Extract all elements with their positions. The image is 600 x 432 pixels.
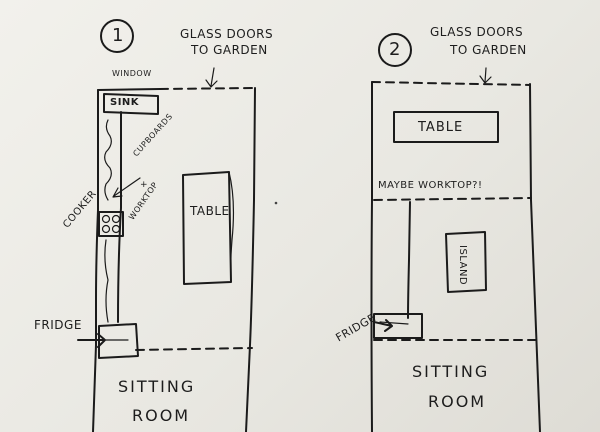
plan-1-sitting-room-boundary	[135, 347, 253, 351]
plan-2-fridge-box	[373, 313, 423, 339]
plan-2-island-label: ISLAND	[457, 245, 468, 286]
plan-1-sink-box	[103, 93, 159, 115]
plan-2-right-wall	[529, 83, 541, 432]
plan-2-drawing	[370, 33, 541, 432]
plan-1-hob-3	[101, 224, 111, 234]
plan-2-number-circle	[378, 33, 412, 67]
plan-2-fridge-arrow	[373, 319, 393, 332]
plan-2-table-outline	[393, 111, 499, 143]
plan-1-cupboards-arrow	[112, 177, 141, 198]
plan-1-hob-2	[111, 214, 121, 224]
plan-1-glass-doors-line	[159, 87, 256, 90]
plan-1-window-label: WINDOW	[112, 69, 152, 78]
plan-2-left-wall	[370, 81, 373, 432]
plan-2-sitting-label: SITTING	[412, 362, 490, 381]
plan-1-glass-doors-arrow	[205, 67, 218, 88]
plan-2-counter-line	[407, 201, 411, 319]
plan-2-glass-doors-line	[371, 81, 531, 86]
plan-1-table-shade	[228, 171, 235, 283]
plan-1-table-label: TABLE	[190, 204, 230, 218]
plan-2-maybe-worktop-label: MAYBE WORKTOP?!	[378, 180, 483, 191]
plan-1-number: 1	[112, 25, 124, 46]
pencil-dot	[274, 201, 278, 205]
plan-1-sink-label: SINK	[110, 97, 140, 108]
plan-2-table-label: TABLE	[418, 120, 464, 135]
plan-1-fridge-arrow	[77, 333, 106, 348]
plan-2-glass-doors-arrow	[479, 67, 492, 84]
plan-1-right-wall	[245, 87, 256, 432]
plan-1-plus-label: +	[140, 180, 149, 190]
plan-1-lower-squiggle	[104, 239, 109, 323]
plan-2-fridge-door-line	[379, 321, 409, 325]
plan-1-garden-label: TO GARDEN	[191, 43, 268, 57]
plan-1-sitting-label: SITTING	[118, 377, 196, 396]
plan-1-cupboard-squiggle	[104, 119, 112, 201]
plan-2-island-outline	[445, 231, 487, 293]
plan-1-hob-4	[111, 224, 121, 234]
plan-1-room-label: ROOM	[132, 406, 191, 425]
plan-1-glass-doors-label: GLASS DOORS	[180, 27, 274, 41]
plan-2-garden-label: TO GARDEN	[450, 43, 527, 57]
plan-1-table-outline	[182, 171, 232, 285]
plan-1-cooker-box	[98, 211, 124, 237]
plan-1-fridge-label: FRIDGE	[34, 318, 82, 332]
plan-2-glass-doors-label: GLASS DOORS	[430, 25, 524, 39]
plan-1-hob-1	[101, 214, 111, 224]
plan-2-room-label: ROOM	[428, 392, 487, 411]
plan-1-left-wall	[92, 89, 99, 432]
plan-2-worktop-boundary	[373, 197, 532, 201]
plan-1-drawing	[77, 19, 256, 432]
plan-1-window-line	[97, 88, 161, 91]
plan-2-number: 2	[389, 39, 401, 60]
plan-1-number-circle	[100, 19, 134, 53]
